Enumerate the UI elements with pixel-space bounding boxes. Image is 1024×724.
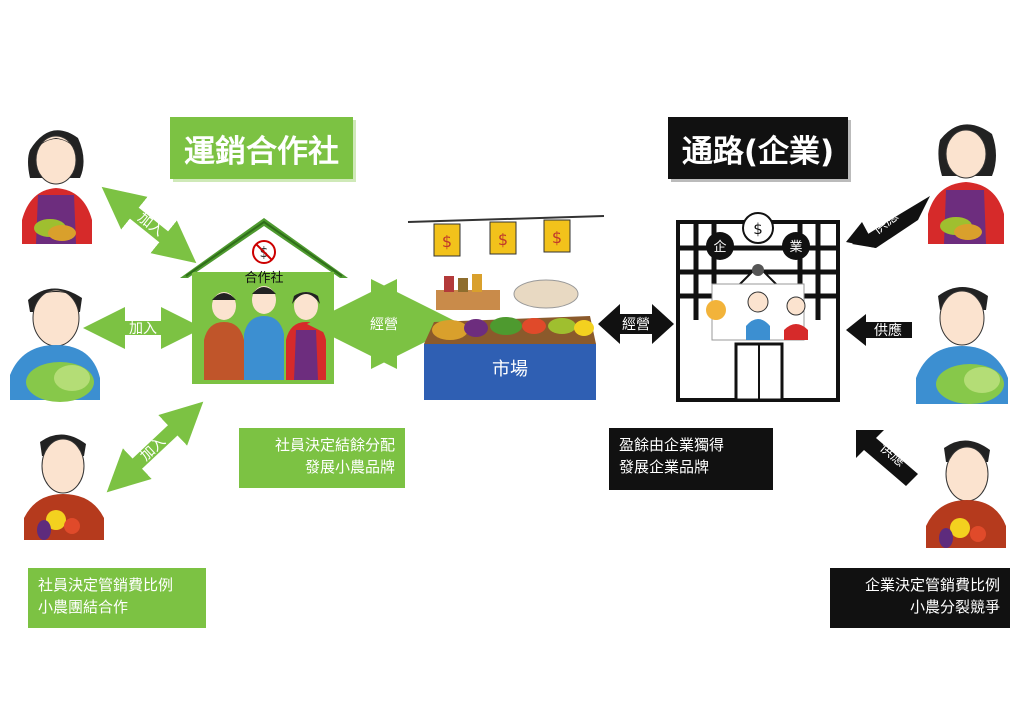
channel-title: 通路(企業): [668, 117, 848, 179]
operate-label-right: 經營: [622, 317, 650, 333]
farmer-young-left: [24, 434, 104, 540]
price-flag-1: [433, 223, 461, 257]
coop-surplus-line-2: 發展小農品牌: [304, 458, 395, 476]
operate-arrow-right: [598, 304, 674, 344]
company-farmers-line-2: 小農分裂競爭: [909, 598, 1000, 616]
coop-house-sign: 合作社: [244, 270, 283, 286]
market-stall: [407, 215, 605, 400]
coop-members-note: 社員決定管銷費比例 小農團結合作: [28, 568, 206, 628]
price-flag-2-symbol: $: [498, 230, 508, 249]
supply-label-mid: 供應: [874, 322, 902, 339]
company-surplus-line-2: 發展企業品牌: [619, 458, 710, 476]
price-flag-3: [543, 219, 571, 253]
coop-surplus-line-1: 社員決定結餘分配: [274, 436, 395, 454]
coop-members-line-2: 小農團結合作: [38, 598, 129, 616]
price-flag-3-symbol: $: [552, 228, 562, 247]
join-label-mid: 加入: [129, 321, 157, 337]
company-farmers-note: 企業決定管銷費比例 小農分裂競爭: [830, 568, 1010, 628]
farmer-young-right: [926, 440, 1006, 548]
coop-members-line-1: 社員決定管銷費比例: [38, 576, 174, 594]
cooperative-title: 運銷合作社: [170, 117, 353, 179]
company-farmers-line-1: 企業決定管銷費比例: [864, 576, 1000, 594]
supply-arrow-mid: [846, 314, 912, 346]
supply-arrow-bottom: [856, 430, 918, 486]
price-flag-1-symbol: $: [442, 232, 452, 251]
company-building: [676, 212, 840, 402]
supply-arrow-top: [846, 196, 930, 248]
join-arrow-top: [101, 186, 197, 264]
company-dollar-symbol: $: [753, 220, 763, 238]
company-surplus-note: 盈餘由企業獨得 發展企業品牌: [609, 428, 773, 490]
farmer-man-left: [10, 288, 100, 402]
operate-label-left: 經營: [370, 317, 398, 333]
farmer-woman-right: [928, 124, 1004, 244]
price-flag-2: [489, 221, 517, 255]
company-sign-left: 企: [713, 239, 726, 255]
cooperative-house: $: [180, 218, 348, 384]
join-arrow-bottom: [106, 401, 204, 493]
farmer-woman-left: [22, 130, 92, 244]
company-sign-right: 業: [789, 239, 802, 255]
coop-surplus-note: 社員決定結餘分配 發展小農品牌: [239, 428, 405, 488]
farmer-man-right: [916, 287, 1008, 404]
company-surplus-line-1: 盈餘由企業獨得: [619, 436, 725, 454]
market-label: 市場: [492, 359, 528, 380]
dollar-icon: [742, 212, 774, 244]
coop-members-illustration: [204, 286, 326, 380]
